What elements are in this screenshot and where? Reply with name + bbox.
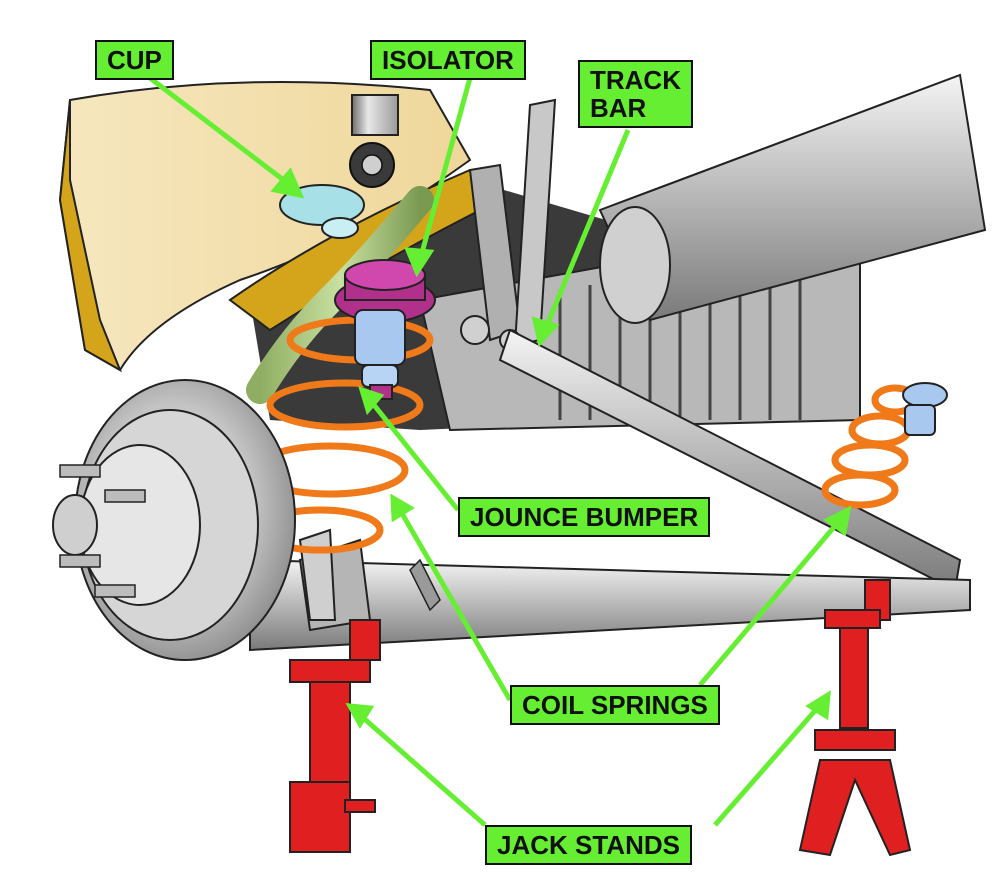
- wheel-studs: [59, 464, 146, 598]
- cup-label-text: CUP: [107, 45, 162, 75]
- jack-stands-left-arrow: [358, 713, 487, 827]
- hose: [246, 186, 434, 404]
- jounce-bumper-label: JOUNCE BUMPER: [458, 497, 711, 537]
- leader-arrows: [148, 76, 852, 827]
- brake-drum: [52, 379, 296, 661]
- track-bar-label: TRACK BAR: [578, 60, 693, 128]
- cup-label: CUP: [95, 40, 174, 80]
- track-bar-label-line2: BAR: [590, 93, 647, 123]
- jack-stands-right-arrow: [713, 703, 822, 827]
- jack-stands-label-text: JACK STANDS: [497, 830, 680, 860]
- isolator-arrow: [417, 77, 473, 261]
- jounce-bumper-label-text: JOUNCE BUMPER: [470, 502, 699, 532]
- isolator-label-text: ISOLATOR: [382, 45, 514, 75]
- isolator-label: ISOLATOR: [370, 40, 526, 80]
- coil-springs-right-arrow: [698, 518, 842, 687]
- track-bar-label-line1: TRACK: [590, 65, 681, 95]
- jounce-bumper: [354, 309, 406, 400]
- coil-springs-left-arrow: [397, 508, 513, 702]
- left-jack-stand: [289, 619, 381, 853]
- jounce-bumper-arrow: [368, 398, 460, 512]
- coil-springs-label-text: COIL SPRINGS: [522, 690, 708, 720]
- cup-arrow: [148, 76, 292, 187]
- right-jounce-bumper: [902, 382, 948, 436]
- jack-stands-label: JACK STANDS: [485, 825, 692, 865]
- track-bar-arrow: [542, 129, 631, 331]
- right-jack-stand: [798, 579, 912, 857]
- exhaust-pipe: [598, 73, 987, 324]
- shock-mount: [349, 94, 399, 188]
- coil-springs-label: COIL SPRINGS: [510, 685, 720, 725]
